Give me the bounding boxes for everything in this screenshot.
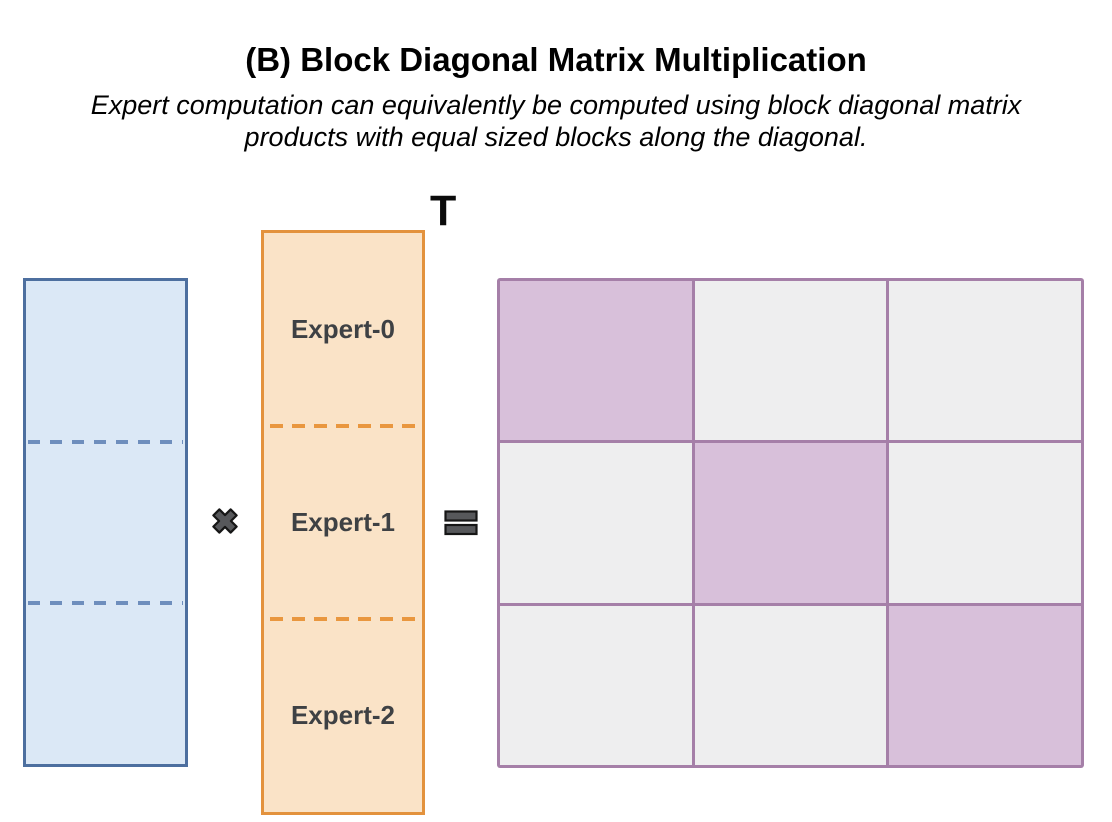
input-matrix bbox=[23, 278, 188, 767]
output-cell-r0c1 bbox=[694, 281, 887, 441]
multiply-icon bbox=[212, 508, 238, 534]
expert-block-1: Expert-1 bbox=[264, 426, 422, 619]
transpose-label: T bbox=[430, 187, 457, 235]
output-cell-r1c0 bbox=[500, 443, 692, 603]
diagram-title: (B) Block Diagonal Matrix Multiplication bbox=[245, 41, 867, 78]
expert-matrix-divider-2 bbox=[270, 617, 416, 621]
expert-block-label: Expert-0 bbox=[290, 314, 396, 344]
expert-matrix: Expert-0 Expert-1 Expert-2 bbox=[261, 230, 425, 815]
output-cell-r2c1 bbox=[694, 605, 887, 765]
input-matrix-divider-1 bbox=[28, 439, 183, 444]
subtitle-line-1: Expert computation can equivalently be c… bbox=[90, 90, 1022, 120]
output-cell-r2c2 bbox=[889, 605, 1081, 765]
expert-block-2: Expert-2 bbox=[264, 619, 422, 812]
expert-block-label: Expert-2 bbox=[290, 700, 396, 730]
output-cell-r1c1 bbox=[694, 443, 887, 603]
output-matrix bbox=[497, 278, 1084, 768]
input-matrix-divider-2 bbox=[28, 601, 183, 605]
expert-block-label: Expert-1 bbox=[290, 507, 396, 537]
diagram-subtitle: Expert computation can equivalently be c… bbox=[0, 89, 1112, 153]
output-cell-r0c0 bbox=[500, 281, 692, 441]
output-cell-r0c2 bbox=[889, 281, 1081, 441]
expert-block-0: Expert-0 bbox=[264, 233, 422, 426]
expert-matrix-divider-1 bbox=[270, 423, 416, 428]
output-cell-r1c2 bbox=[889, 443, 1081, 603]
output-cell-r2c0 bbox=[500, 605, 692, 765]
equals-icon bbox=[444, 510, 478, 536]
subtitle-line-2: products with equal sized blocks along t… bbox=[244, 122, 868, 152]
